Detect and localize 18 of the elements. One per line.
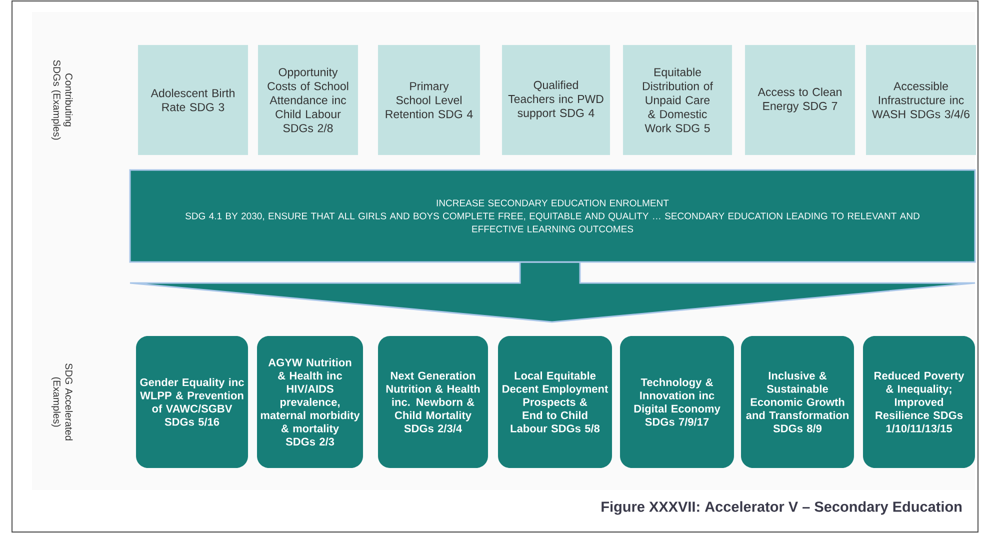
sdg-box: Adolescent Birth Rate SDG 3 [138,45,248,155]
sdg-box: Reduced Poverty & Inequality; Improved Resilience SDGs 1/10/11/13/15 [863,336,975,468]
row-label: SDG Accelerated (Examples) [51,364,73,440]
sdg-box: Inclusive & Sustainable Economic Growth and Transformation SDGs 8/9 [741,336,854,468]
row-label: Contributing SDGs (Examples) [51,60,73,140]
sdg-box: Equitable Distribution of Unpaid Care & Domestic Work SDG 5 [623,45,732,155]
sdg-box: Accessible Infrastructure inc WASH SDGs 3/4/6 [866,45,976,155]
sdg-box: Gender Equality inc WLPP & Prevention of VAWC/SGBV SDGs 5/16 [136,336,248,468]
caption: Figure XXXVII: Accelerator V – Secondary Education [602,501,962,515]
sdg-box: Qualified Teachers inc PWD support SDG 4 [502,45,610,155]
sdg-box: Technology & Innovation inc Digital Economy SDGs 7/9/17 [620,336,734,468]
sdg-box: Opportunity Costs of School Attendance inc Child Labour SDGs 2/8 [258,45,358,155]
sdg-box: Primary School Level Retention SDG 4 [378,45,480,155]
arrow-banner: INCREASE SECONDARY EDUCATION ENROLMENT SDG 4.1 BY 2030, ENSURE THAT ALL GIRLS AND BOYS COMPLETE FREE, EQUITABLE AND QUALITY … SECONDARY EDUCATION LEADING TO RELEVANT AND EFFECTIVE LEARNING OUTCOMES [129,169,976,323]
sdg-box: AGYW Nutrition & Health inc HIV/AIDS prevalence, maternal morbidity & mortality SDGs 2/3 [257,336,363,468]
sdg-box: Local Equitable Decent Employment Prospects & End to Child Labour SDGs 5/8 [498,336,612,468]
sdg-box: Next Generation Nutrition & Health inc. Newborn & Child Mortality SDGs 2/3/4 [378,336,488,468]
sdg-box: Access to Clean Energy SDG 7 [745,45,855,155]
